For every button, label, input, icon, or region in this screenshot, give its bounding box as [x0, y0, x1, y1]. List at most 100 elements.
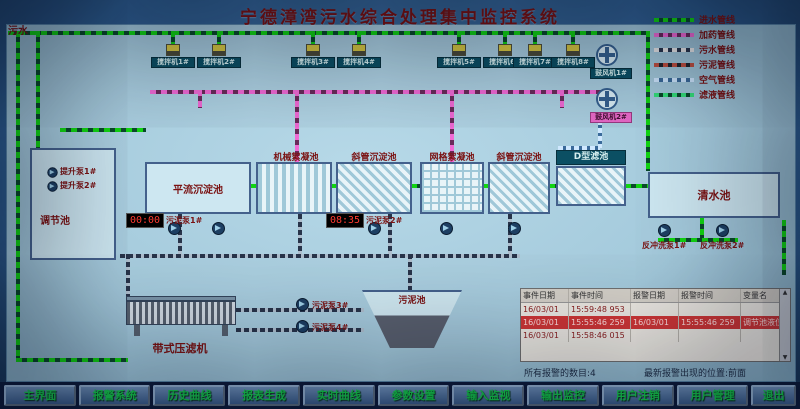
tank-regulating: 调节池 — [30, 148, 116, 260]
pipe-dosing-main — [150, 90, 612, 94]
legend-item: 加药管线 — [654, 27, 792, 42]
alarm-row[interactable]: 16/03/01 15:58:46 015 — [521, 329, 790, 342]
legend-label: 进水管线 — [699, 16, 736, 26]
menu-button-parameter-settings[interactable]: 参数设置 — [377, 385, 450, 406]
menu-button-user-logout[interactable]: 用户注销 — [601, 385, 674, 406]
blower-fan-icon — [596, 44, 618, 66]
alarm-cell: 16/03/01 — [521, 303, 569, 316]
backwash-pump-icon — [716, 224, 729, 237]
tank-inclined-sedimentation-2 — [488, 162, 550, 214]
alarm-scrollbar[interactable]: ▲ ▼ — [779, 289, 790, 361]
lift-pump-label: 提升泵1# — [60, 167, 97, 176]
alarm-cell: 16/03/01 — [521, 316, 569, 329]
legend-label: 污水管线 — [699, 46, 736, 56]
drain-pump-icon — [508, 222, 521, 235]
pipe-dosing-drop — [450, 90, 454, 162]
menu-button-user-management[interactable]: 用户管理 — [676, 385, 749, 406]
inlet-label: 污水 — [8, 26, 28, 37]
legend-label: 空气管线 — [699, 76, 736, 86]
scroll-down-icon[interactable]: ▼ — [782, 354, 788, 361]
pipe-mixer-drop — [357, 31, 361, 47]
sludge-pipe-swatch-icon — [654, 62, 694, 67]
mixer-unit: 搅拌机6# — [483, 44, 527, 68]
menu-button-alarm-system[interactable]: 报警系统 — [78, 385, 151, 406]
mixer-unit: 搅拌机4# — [337, 44, 381, 68]
pipe-filtrate-return — [16, 358, 128, 362]
sludge-pump-icon — [296, 298, 309, 311]
blower-label: 鼓风机1# — [590, 68, 632, 79]
backwash-pump-label: 反冲洗泵2# — [700, 241, 745, 250]
menu-button-input-monitor[interactable]: 输入监视 — [452, 385, 525, 406]
alarm-col-header: 事件时间 — [569, 289, 631, 302]
menu-button-output-monitor[interactable]: 输出监控 — [527, 385, 599, 406]
blower-fan-icon — [596, 88, 618, 110]
pipe-feed-main — [8, 31, 650, 35]
menu-button-main[interactable]: 主界面 — [4, 385, 76, 406]
sludge-pump-label: 污泥泵2# — [366, 216, 403, 225]
belt-press-leg — [222, 325, 228, 336]
sludge-pump-label: 污泥泵4# — [312, 323, 349, 332]
pipe-clearwater-drop — [700, 218, 704, 240]
tank-label-inclined-sedimentation-1: 斜管沉淀池 — [351, 153, 397, 163]
menu-button-exit[interactable]: 退出 — [751, 385, 796, 406]
pipe-left-edge — [16, 31, 20, 361]
pipe-sludge-drop — [178, 214, 182, 256]
legend-item: 空气管线 — [654, 72, 792, 87]
pipe-right-edge — [782, 220, 786, 275]
alarm-count-status: 所有报警的数目:4 — [524, 369, 596, 379]
mixer-unit: 搅拌机8# — [551, 44, 595, 68]
alarm-cell — [741, 329, 782, 342]
pipe-mixer-drop — [217, 31, 221, 47]
pipe-tank-connector — [411, 184, 421, 188]
dosing-pipe-swatch-icon — [654, 32, 694, 37]
mixer-motor-icon — [498, 44, 512, 56]
mixer-motor-icon — [528, 44, 542, 56]
pipe-air-to-filter — [558, 146, 600, 150]
drain-pump-icon — [368, 222, 381, 235]
alarm-row-highlighted[interactable]: 16/03/01 15:55:46 259 16/03/01 15:55:46 … — [521, 316, 790, 329]
alarm-cell — [631, 329, 679, 342]
alarm-cell: 16/03/01 — [521, 329, 569, 342]
legend-item: 滤液管线 — [654, 87, 792, 102]
alarm-col-header: 报警日期 — [631, 289, 679, 302]
page-title: 宁德漳湾污水综合处理集中监控系统 — [240, 8, 560, 28]
alarm-row[interactable]: 16/03/01 15:59:48 953 — [521, 303, 790, 316]
belt-press-rollers — [126, 301, 236, 325]
sewage-pipe-swatch-icon — [654, 47, 694, 52]
tank-inclined-sedimentation-1 — [336, 162, 412, 214]
drain-pump-icon — [440, 222, 453, 235]
mixer-unit: 搅拌机3# — [291, 44, 335, 68]
alarm-cell: 15:55:46 259 — [569, 316, 631, 329]
lift-pump-icon — [47, 181, 58, 192]
alarm-cell: 调节池液位 — [743, 318, 782, 327]
alarm-cell — [679, 303, 741, 316]
pipe-mixer-drop — [503, 31, 507, 47]
pipe-backwash-line — [658, 238, 738, 242]
sludge-pump-label: 污泥泵3# — [312, 301, 349, 310]
tank-label-inclined-sedimentation-2: 斜管沉淀池 — [496, 153, 542, 163]
pipe-dosing-drop — [198, 90, 202, 108]
pipe-mixer-drop — [171, 31, 175, 47]
pipe-tank-connector — [483, 184, 490, 188]
menu-button-history-curves[interactable]: 历史曲线 — [153, 385, 226, 406]
blower-label: 鼓风机2# — [590, 112, 632, 123]
legend-item: 进水管线 — [654, 12, 792, 27]
belt-press-label: 带式压滤机 — [152, 342, 208, 355]
scroll-up-icon[interactable]: ▲ — [782, 289, 788, 296]
sludge-tank-label: 污泥池 — [398, 296, 426, 306]
mixer-motor-icon — [452, 44, 466, 56]
legend-label: 加药管线 — [699, 31, 736, 41]
menu-button-report-generation[interactable]: 报表生成 — [228, 385, 300, 406]
pipe-mixer-drop — [533, 31, 537, 47]
mixer-label: 搅拌机5# — [437, 57, 481, 68]
tank-clear-water: 清水池 — [648, 172, 780, 218]
menu-button-realtime-curves[interactable]: 实时曲线 — [302, 385, 375, 406]
backwash-pump-label: 反冲洗泵1# — [642, 241, 687, 250]
mixer-label: 搅拌机2# — [197, 57, 241, 68]
alarm-position-status: 最新报警出现的位置:前面 — [644, 369, 747, 379]
bottom-menu-bar: 主界面 报警系统 历史曲线 报表生成 实时曲线 参数设置 输入监视 输出监控 用… — [0, 382, 800, 409]
belt-press-leg — [134, 325, 140, 336]
pipe-sludge-drop — [388, 214, 392, 256]
air-pipe-swatch-icon — [654, 77, 694, 82]
